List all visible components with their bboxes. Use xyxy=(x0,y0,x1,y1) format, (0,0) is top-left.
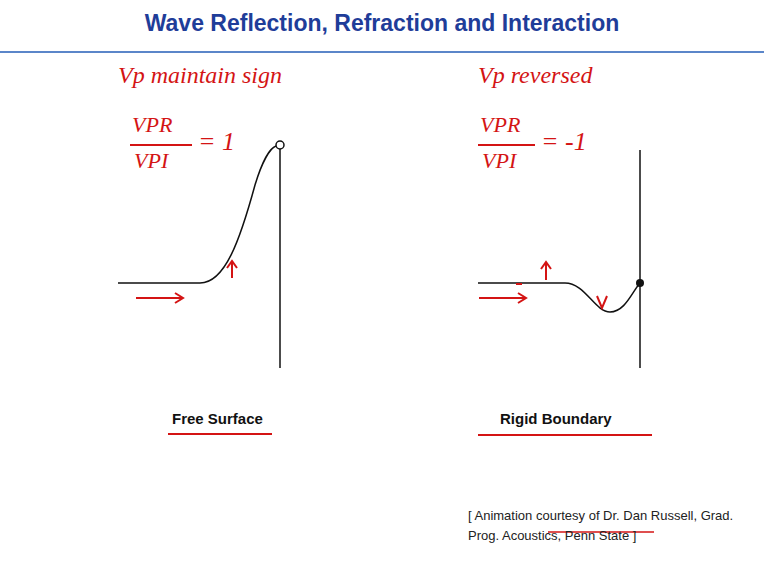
up-arrow xyxy=(541,262,551,280)
travel-arrow xyxy=(136,293,183,303)
fraction-denominator: VPI xyxy=(482,148,516,174)
fraction-bar xyxy=(130,144,192,146)
wave-pulse xyxy=(118,146,276,283)
fraction-denominator: VPI xyxy=(134,148,168,174)
fraction-numerator: VPR xyxy=(480,112,520,138)
boundary-line xyxy=(639,150,641,368)
header-rule xyxy=(0,51,764,53)
slide-title: Wave Reflection, Refraction and Interact… xyxy=(0,10,764,37)
free-end xyxy=(276,141,284,149)
fraction-numerator: VPR xyxy=(132,112,172,138)
handwritten-note: Vp reversed xyxy=(478,62,592,89)
handwritten-note: Vp maintain sign xyxy=(118,62,282,89)
fraction-bar xyxy=(478,144,535,146)
case-label: Free Surface xyxy=(172,410,263,427)
up-arrow xyxy=(227,261,237,278)
ratio-value: = 1 xyxy=(198,127,235,157)
underline xyxy=(478,434,652,436)
boundary-line xyxy=(279,148,281,368)
down-arrow xyxy=(597,296,607,308)
travel-arrow xyxy=(479,293,526,303)
case-label: Rigid Boundary xyxy=(500,410,612,427)
underline xyxy=(168,433,272,435)
fixed-end xyxy=(636,279,644,287)
ratio-value: = -1 xyxy=(541,127,587,157)
dash-mark xyxy=(516,283,522,285)
wave-pulse xyxy=(478,283,640,312)
credit-note: [ Animation courtesy of Dr. Dan Russell,… xyxy=(468,506,750,546)
